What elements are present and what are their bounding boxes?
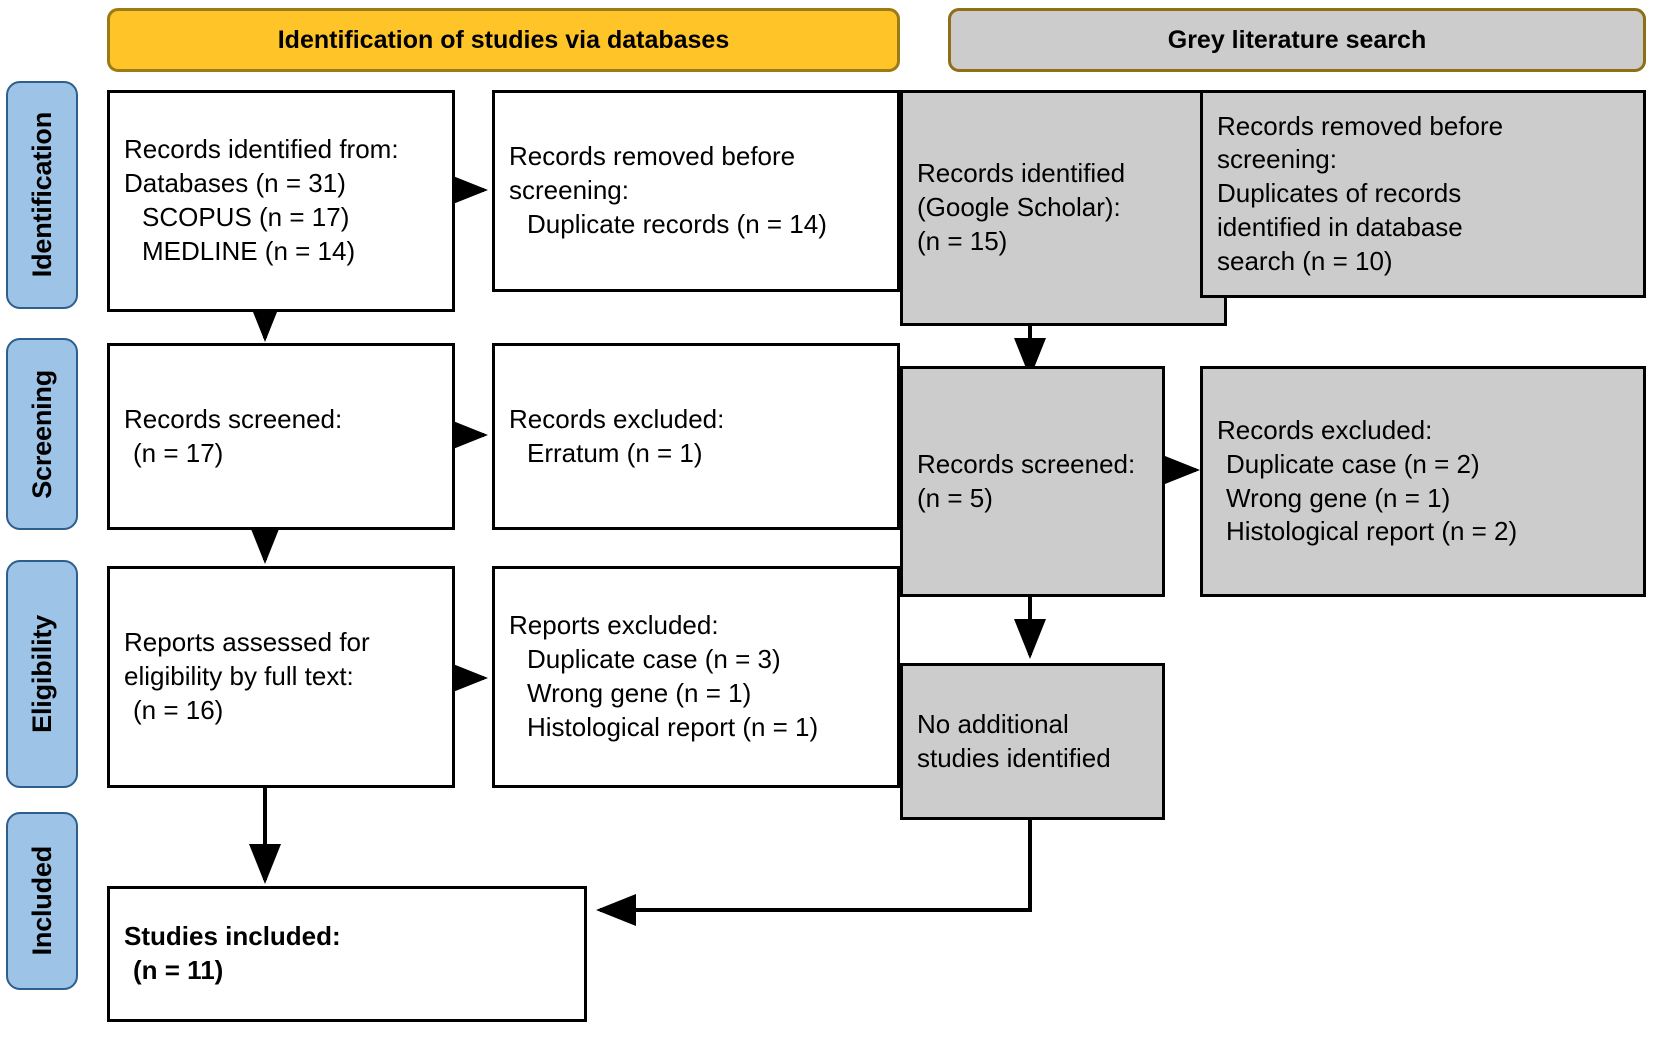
box-db-reports-excluded-line-2: Wrong gene (n = 1) — [527, 678, 752, 708]
box-grey-no-additional: No additional studies identified — [900, 663, 1165, 820]
box-grey-identified-line-2: (n = 15) — [917, 225, 1008, 256]
box-grey-screened-line-1: (n = 5) — [917, 482, 993, 513]
box-grey-removed-line-2: Duplicates of records — [1217, 178, 1462, 209]
box-db-removed: Records removed before screening: Duplic… — [492, 90, 900, 292]
box-db-excluded-screening-line-0: Records excluded: — [509, 403, 725, 434]
box-db-screened: Records screened: (n = 17) — [107, 343, 455, 530]
stage-label-screening-text: Screening — [26, 369, 57, 499]
box-db-assessed-line-0: Reports assessed for — [124, 627, 370, 658]
box-db-removed-line-1: screening: — [509, 175, 629, 206]
box-db-assessed-line-2: (n = 16) — [133, 694, 224, 725]
box-db-identified-line-0: Records identified from: — [124, 134, 399, 165]
stage-label-identification: Identification — [6, 81, 78, 309]
box-grey-removed-line-1: screening: — [1217, 144, 1337, 175]
box-db-identified-line-2: SCOPUS (n = 17) — [142, 202, 350, 232]
box-grey-no-additional-line-0: No additional — [917, 708, 1069, 739]
box-db-reports-excluded-line-0: Reports excluded: — [509, 610, 719, 641]
box-db-identified: Records identified from: Databases (n = … — [107, 90, 455, 312]
box-grey-identified-line-1: (Google Scholar): — [917, 192, 1121, 223]
box-grey-excluded-line-3: Histological report (n = 2) — [1226, 516, 1518, 547]
box-db-reports-excluded-line-3: Histological report (n = 1) — [527, 711, 819, 742]
box-db-assessed: Reports assessed for eligibility by full… — [107, 566, 455, 788]
box-grey-screened: Records screened: (n = 5) — [900, 366, 1165, 597]
box-grey-no-additional-line-1: studies identified — [917, 742, 1111, 773]
banner-grey-literature-title: Grey literature search — [1167, 25, 1427, 54]
box-grey-excluded-line-2: Wrong gene (n = 1) — [1226, 482, 1451, 513]
box-grey-removed-line-4: search (n = 10) — [1217, 245, 1393, 276]
stage-label-included-text: Included — [26, 846, 57, 956]
stage-label-included: Included — [6, 812, 78, 990]
box-studies-included-line-0: Studies included: — [124, 921, 341, 952]
stage-label-eligibility-text: Eligibility — [26, 615, 57, 733]
box-grey-removed-line-0: Records removed before — [1217, 110, 1504, 141]
box-db-identified-line-1: Databases (n = 31) — [124, 168, 346, 199]
box-db-removed-line-2: Duplicate records (n = 14) — [527, 208, 827, 239]
box-grey-identified-line-0: Records identified — [917, 158, 1126, 189]
box-db-removed-line-0: Records removed before — [509, 141, 796, 172]
box-grey-identified: Records identified (Google Scholar): (n … — [900, 90, 1227, 326]
box-db-screened-line-0: Records screened: — [124, 403, 343, 434]
box-grey-removed-line-3: identified in database — [1217, 211, 1463, 242]
stage-label-screening: Screening — [6, 338, 78, 530]
box-grey-excluded: Records excluded: Duplicate case (n = 2)… — [1200, 366, 1646, 597]
box-studies-included-line-1: (n = 11) — [133, 955, 224, 985]
stage-label-identification-text: Identification — [26, 112, 57, 278]
box-grey-removed: Records removed before screening: Duplic… — [1200, 90, 1646, 298]
banner-grey-literature: Grey literature search — [948, 8, 1646, 72]
box-db-assessed-line-1: eligibility by full text: — [124, 661, 354, 692]
box-studies-included: Studies included: (n = 11) — [107, 886, 587, 1022]
arrow-no-additional-to-included — [596, 820, 1032, 926]
box-grey-screened-line-0: Records screened: — [917, 448, 1136, 479]
box-db-excluded-screening-line-1: Erratum (n = 1) — [527, 437, 703, 468]
box-db-excluded-screening: Records excluded: Erratum (n = 1) — [492, 343, 900, 530]
box-db-screened-line-1: (n = 17) — [133, 437, 224, 468]
box-grey-excluded-line-1: Duplicate case (n = 2) — [1226, 448, 1480, 479]
box-db-reports-excluded: Reports excluded: Duplicate case (n = 3)… — [492, 566, 900, 788]
box-grey-excluded-line-0: Records excluded: — [1217, 414, 1433, 445]
banner-databases: Identification of studies via databases — [107, 8, 900, 72]
stage-label-eligibility: Eligibility — [6, 560, 78, 788]
box-db-reports-excluded-line-1: Duplicate case (n = 3) — [527, 644, 781, 675]
box-db-identified-line-3: MEDLINE (n = 14) — [142, 235, 356, 266]
banner-databases-title: Identification of studies via databases — [277, 25, 730, 54]
